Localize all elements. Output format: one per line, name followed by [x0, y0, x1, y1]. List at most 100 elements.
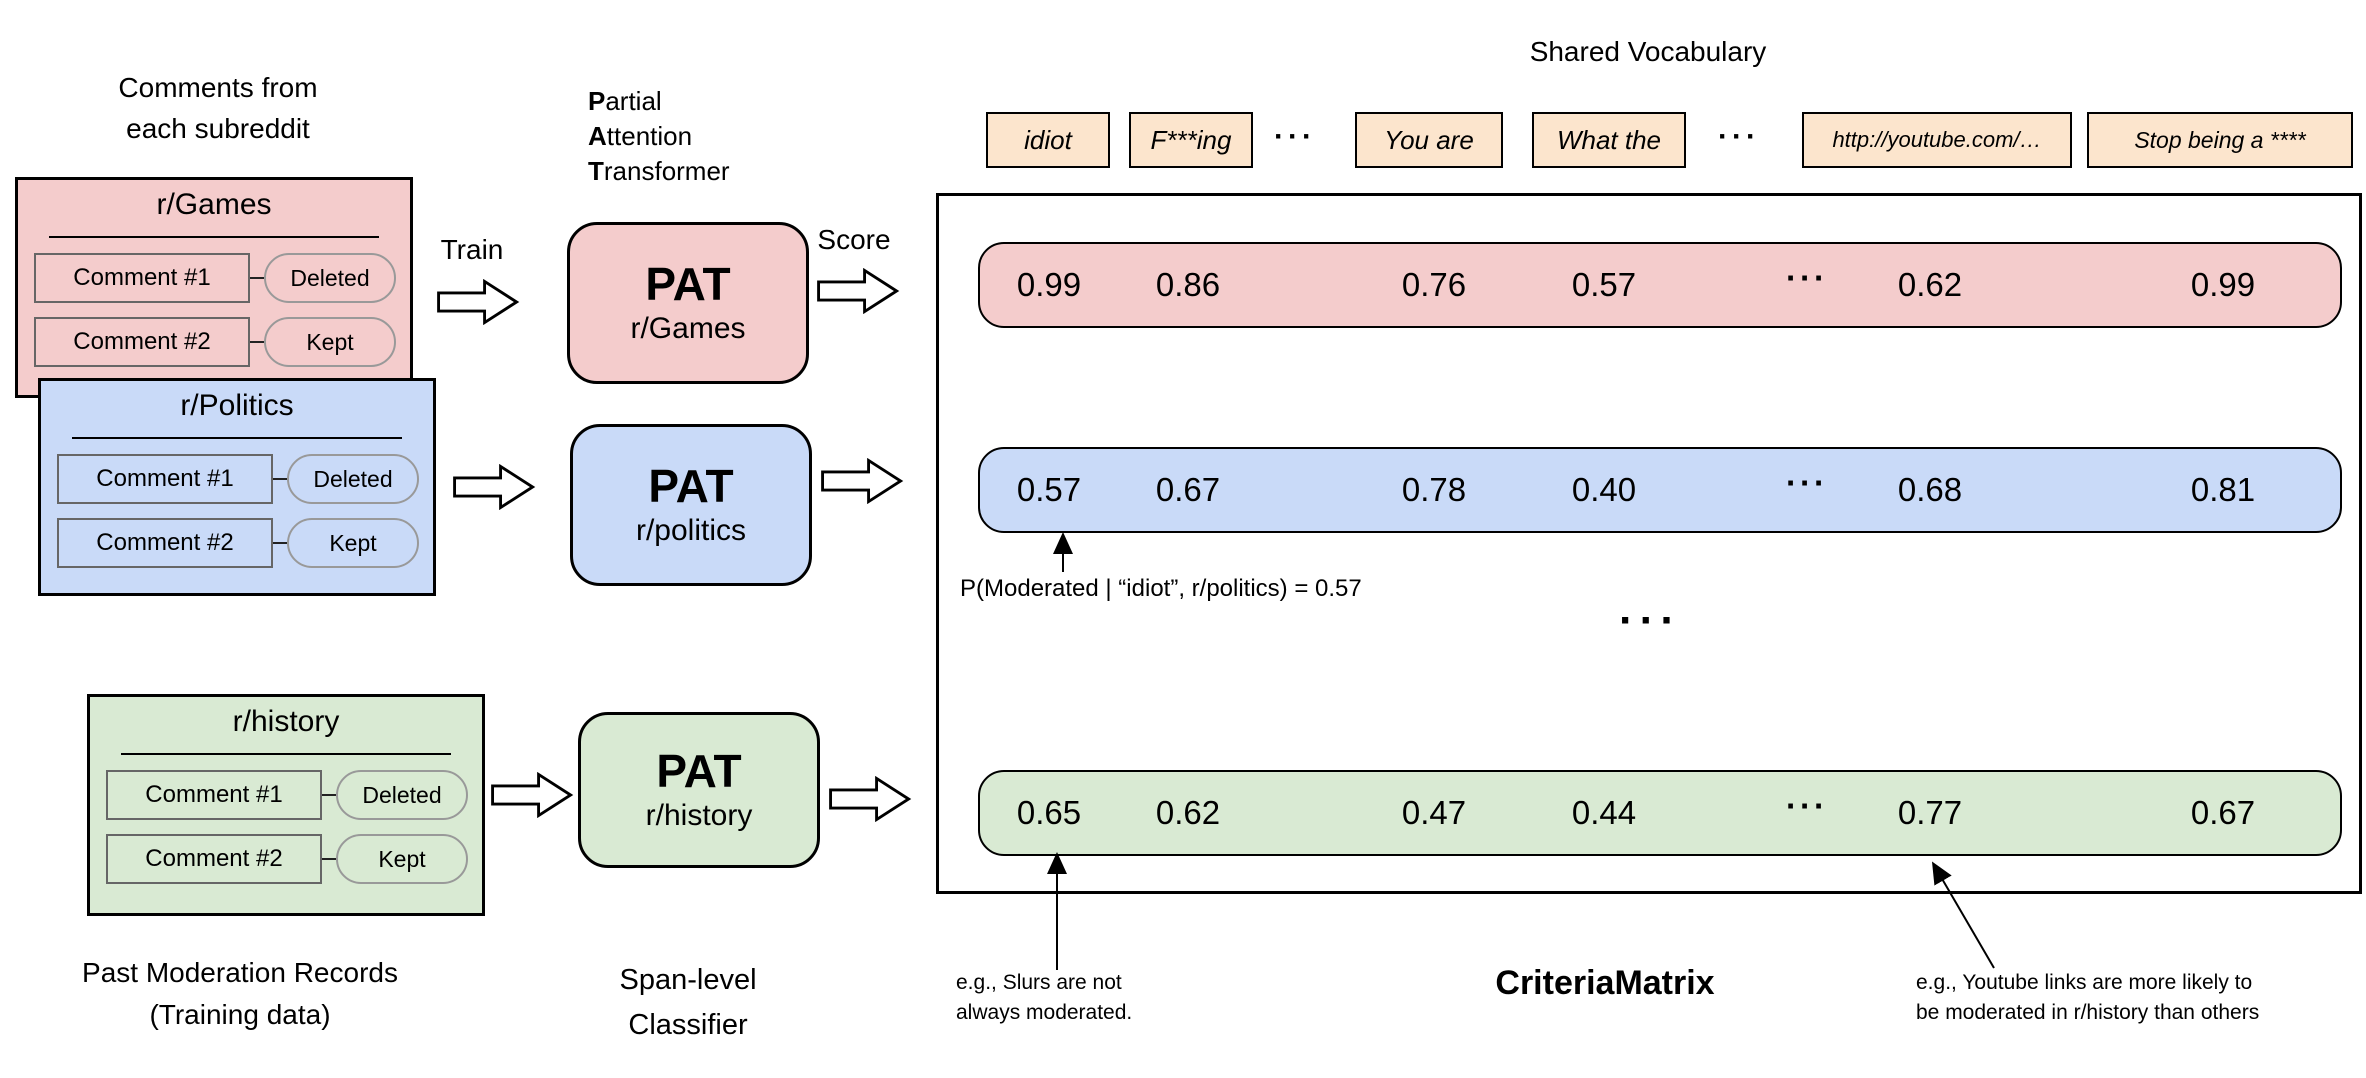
probability-annotation: P(Moderated | “idiot”, r/politics) = 0.5… — [960, 575, 1362, 602]
comments-header: Comments from each subreddit — [58, 68, 378, 149]
past-records-line1: Past Moderation Records — [82, 957, 398, 988]
matrix-value: 0.57 — [1016, 471, 1082, 508]
youtube-annotation: e.g., Youtube links are more likely to b… — [1916, 968, 2259, 1029]
pat-name: PAT — [648, 459, 734, 512]
row-ellipsis: ··· — [1786, 787, 1828, 825]
span-classifier-caption: Span-level Classifier — [548, 958, 828, 1048]
matrix-value: 0.65 — [1016, 794, 1082, 831]
vocab-ellipsis: ··· — [1274, 120, 1316, 153]
pat-subreddit: r/politics — [635, 513, 747, 547]
comment-row: Comment #2 Kept — [106, 833, 472, 885]
status-badge: Kept — [264, 317, 396, 367]
comment-label: Comment #1 — [106, 770, 322, 820]
status-badge: Kept — [287, 518, 419, 568]
vocab-token: You are — [1355, 112, 1503, 168]
matrix-value: 0.67 — [1155, 471, 1221, 508]
pat-subreddit: r/Games — [630, 311, 746, 345]
train-label: Train — [440, 234, 504, 265]
matrix-value: 0.86 — [1155, 266, 1221, 303]
youtube-annotation-line2: be moderated in r/history than others — [1916, 1001, 2260, 1025]
matrix-value: 0.81 — [2190, 471, 2256, 508]
pat-box-games: PAT r/Games — [567, 222, 809, 384]
train-arrow — [437, 279, 520, 325]
score-arrow — [817, 268, 900, 314]
matrix-row-history: 0.65 0.62 0.47 0.44 ··· 0.77 0.67 — [978, 770, 2342, 856]
comment-label: Comment #2 — [106, 834, 322, 884]
slurs-annotation: e.g., Slurs are not always moderated. — [956, 968, 1132, 1029]
subreddit-title: r/history — [232, 705, 340, 738]
connector-line — [322, 794, 336, 796]
comment-row: Comment #2 Kept — [57, 517, 423, 569]
row-ellipsis: ··· — [1786, 464, 1828, 502]
title-divider — [49, 236, 379, 238]
comment-row: Comment #1 Deleted — [57, 453, 423, 505]
span-classifier-line2: Classifier — [628, 1008, 748, 1041]
matrix-value: 0.40 — [1571, 471, 1637, 508]
vocab-ellipsis: ··· — [1718, 120, 1760, 153]
shared-vocabulary-title: Shared Vocabulary — [1529, 36, 1767, 67]
matrix-value: 0.62 — [1155, 794, 1221, 831]
matrix-value: 0.47 — [1401, 794, 1467, 831]
matrix-center-ellipsis: ··· — [1619, 596, 1681, 645]
comments-header-line2: each subreddit — [126, 112, 310, 144]
slurs-arrow — [1047, 852, 1067, 970]
subreddit-box-games: r/Games Comment #1 Deleted Comment #2 Ke… — [15, 177, 413, 398]
pat-name: PAT — [656, 744, 742, 797]
comments-header-line1: Comments from — [118, 72, 318, 103]
probability-arrow — [1053, 532, 1073, 572]
subreddit-box-politics: r/Politics Comment #1 Deleted Comment #2… — [38, 378, 436, 596]
slurs-annotation-line1: e.g., Slurs are not — [956, 971, 1122, 994]
span-classifier-line1: Span-level — [619, 964, 757, 996]
matrix-row-games: 0.99 0.86 0.76 0.57 ··· 0.62 0.99 — [978, 242, 2342, 328]
history-out-arrow — [829, 776, 912, 822]
comment-row: Comment #2 Kept — [34, 316, 400, 368]
title-divider — [121, 753, 451, 755]
vocab-token: idiot — [986, 112, 1110, 168]
subreddit-title: r/Games — [156, 188, 272, 221]
comment-label: Comment #2 — [34, 317, 250, 367]
matrix-value: 0.76 — [1401, 266, 1467, 303]
pat-acronym-line3: Transformer — [588, 156, 730, 187]
matrix-value: 0.77 — [1897, 794, 1963, 831]
status-badge: Deleted — [264, 253, 396, 303]
pat-acronym-line1: Partial — [588, 86, 662, 116]
score-label: Score — [817, 224, 891, 255]
past-records-line2: (Training data) — [149, 999, 331, 1030]
title-divider — [72, 437, 402, 439]
matrix-value: 0.99 — [2190, 266, 2256, 303]
status-badge: Kept — [336, 834, 468, 884]
pat-subreddit: r/history — [645, 798, 753, 832]
connector-line — [273, 478, 287, 480]
comment-row: Comment #1 Deleted — [34, 252, 400, 304]
past-records-caption: Past Moderation Records (Training data) — [38, 952, 442, 1036]
matrix-value: 0.57 — [1571, 266, 1637, 303]
status-badge: Deleted — [336, 770, 468, 820]
pat-box-history: PAT r/history — [578, 712, 820, 868]
history-in-arrow — [491, 772, 574, 818]
politics-out-arrow — [821, 458, 904, 504]
row-ellipsis: ··· — [1786, 259, 1828, 297]
status-badge: Deleted — [287, 454, 419, 504]
matrix-value: 0.67 — [2190, 794, 2256, 831]
pat-name: PAT — [645, 257, 731, 310]
vocab-token: http://youtube.com/… — [1802, 112, 2072, 168]
pat-box-politics: PAT r/politics — [570, 424, 812, 586]
matrix-value: 0.68 — [1897, 471, 1963, 508]
connector-line — [250, 277, 264, 279]
comment-label: Comment #1 — [34, 253, 250, 303]
connector-line — [322, 858, 336, 860]
matrix-row-politics: 0.57 0.67 0.78 0.40 ··· 0.68 0.81 — [978, 447, 2342, 533]
youtube-annotation-line1: e.g., Youtube links are more likely to — [1916, 971, 2253, 994]
comment-label: Comment #2 — [57, 518, 273, 568]
matrix-value: 0.99 — [1016, 266, 1082, 303]
matrix-value: 0.44 — [1571, 794, 1637, 831]
politics-in-arrow — [453, 464, 536, 510]
pat-acronym-caption: Partial Attention Transformer — [588, 84, 730, 189]
subreddit-box-history: r/history Comment #1 Deleted Comment #2 … — [87, 694, 485, 916]
connector-line — [273, 542, 287, 544]
matrix-value: 0.62 — [1897, 266, 1963, 303]
vocab-token: F***ing — [1129, 112, 1253, 168]
subreddit-title: r/Politics — [180, 389, 294, 422]
slurs-annotation-line2: always moderated. — [956, 1001, 1133, 1025]
comment-label: Comment #1 — [57, 454, 273, 504]
